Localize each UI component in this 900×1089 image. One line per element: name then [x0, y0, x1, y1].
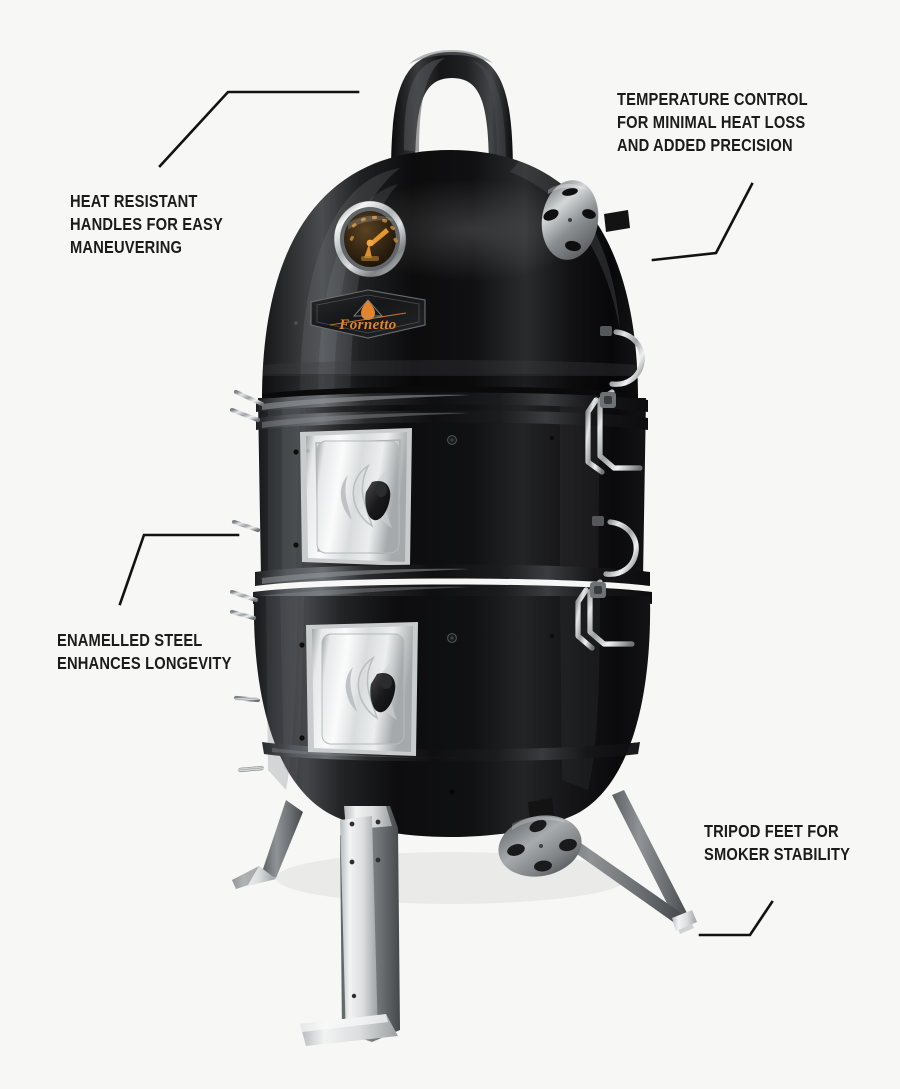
lower-access-door[interactable]	[299, 622, 418, 756]
thermometer-gauge	[333, 200, 407, 278]
lid-dome	[262, 150, 638, 402]
callout-temperature-control: TEMPERATURE CONTROL FOR MINIMAL HEAT LOS…	[617, 89, 808, 155]
callout-leaders	[118, 90, 774, 937]
body-hinge-pins	[592, 326, 612, 526]
side-wire-handle-lower-bracket	[590, 582, 606, 598]
side-wire-handle-upper-bracket	[600, 392, 616, 408]
leader-enamelled-steel	[118, 533, 240, 606]
mid-section-band	[253, 564, 652, 604]
tripod-leg-left	[232, 800, 303, 889]
brand-badge: Fornetto	[310, 289, 426, 339]
callout-tripod-feet: TRIPOD FEET FOR SMOKER STABILITY	[704, 821, 851, 864]
tripod-leg-front	[300, 806, 400, 1046]
lid-handle	[391, 50, 513, 178]
top-damper-vent	[541, 180, 630, 260]
callout-enamelled-steel: ENAMELLED STEEL ENHANCES LONGEVITY	[57, 630, 232, 673]
upper-access-door[interactable]	[293, 428, 412, 566]
bottom-damper-vent	[498, 798, 582, 877]
leader-heat-resistant-handles	[158, 90, 360, 168]
leader-temperature-control	[651, 182, 754, 262]
side-wire-stub-left	[229, 389, 265, 773]
leader-tripod-feet	[698, 900, 774, 937]
callout-heat-resistant-handles: HEAT RESISTANT HANDLES FOR EASY MANEUVER…	[70, 191, 223, 257]
